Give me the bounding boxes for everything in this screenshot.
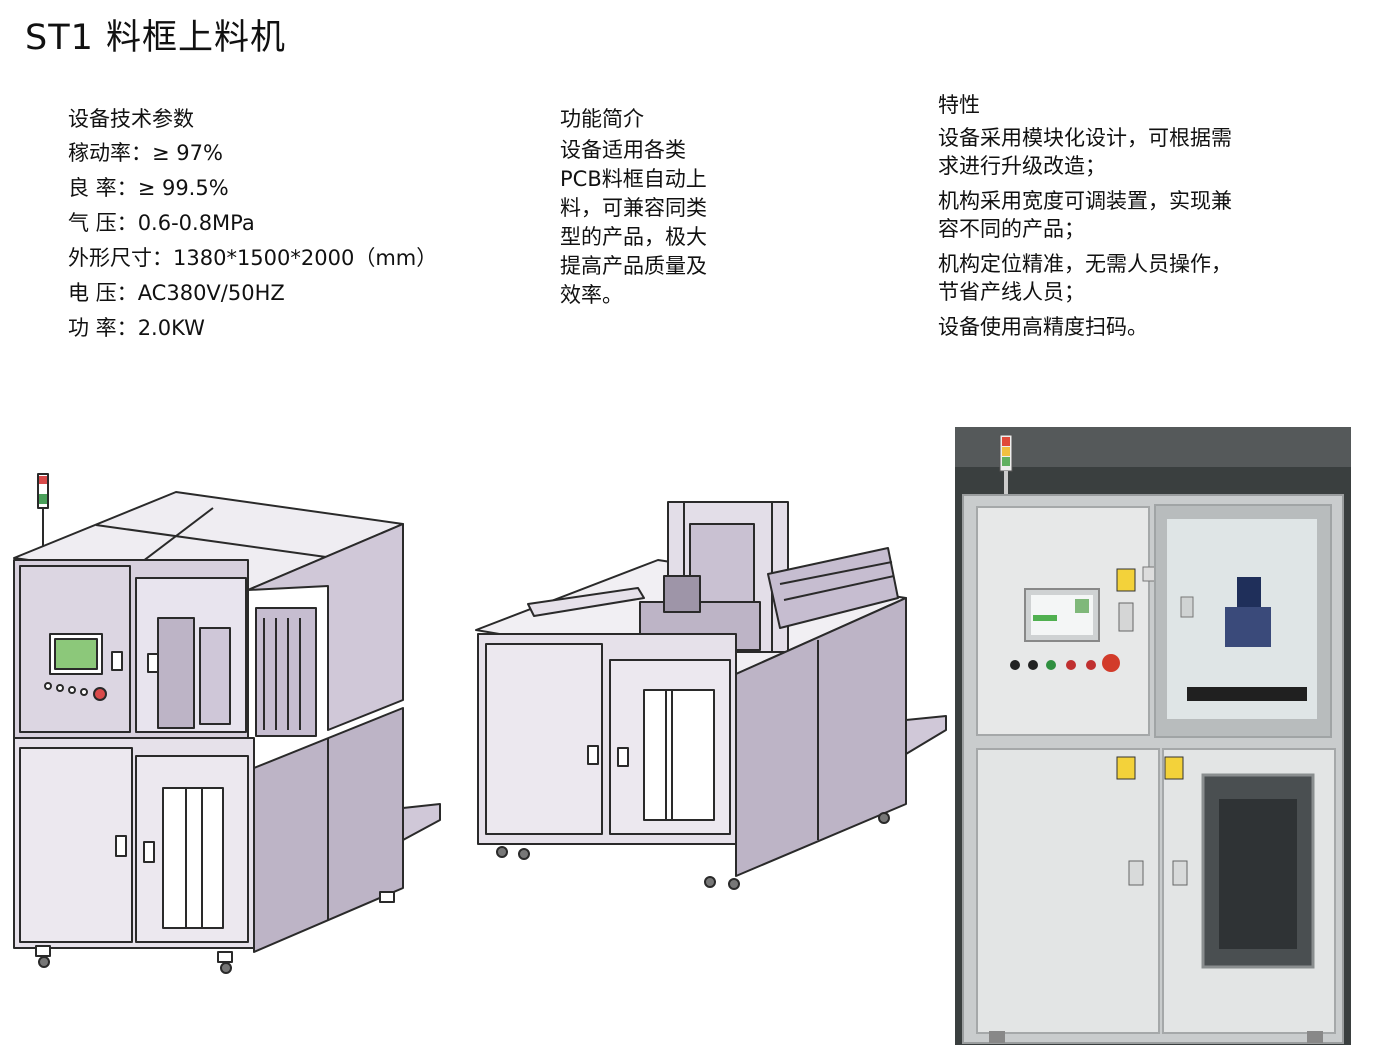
spec-label: 稼动率： bbox=[68, 141, 152, 165]
feature-item: 设备使用高精度扫码。 bbox=[938, 313, 1293, 341]
intro-section: 功能简介 设备适用各类 PCB料框自动上 料，可兼容同类 型的产品，极大 提高产… bbox=[560, 102, 740, 310]
spec-label: 电 压： bbox=[68, 281, 138, 305]
feature-line: 机构采用宽度可调装置，实现兼 bbox=[938, 189, 1232, 213]
intro-line: 料，可兼容同类 bbox=[560, 196, 707, 220]
spec-row: 良 率：≥ 99.5% bbox=[68, 171, 437, 206]
spec-row: 功 率：2.0KW bbox=[68, 311, 437, 346]
feature-line: 设备采用模块化设计，可根据需 bbox=[938, 126, 1232, 150]
feature-line: 机构定位精准，无需人员操作， bbox=[938, 252, 1232, 276]
spec-row: 气 压：0.6-0.8MPa bbox=[68, 206, 437, 241]
intro-line: 设备适用各类 bbox=[560, 138, 686, 162]
spec-label: 外形尺寸： bbox=[68, 246, 173, 270]
feature-line: 求进行升级改造； bbox=[938, 154, 1106, 178]
spec-value: 1380*1500*2000（mm） bbox=[173, 246, 438, 270]
spec-label: 良 率： bbox=[68, 176, 138, 200]
machine-photo bbox=[955, 427, 1351, 1045]
spec-value: ≥ 97% bbox=[152, 141, 223, 165]
machine-cad-open-view bbox=[468, 484, 950, 894]
intro-line: 提高产品质量及 bbox=[560, 254, 707, 278]
intro-line: 型的产品，极大 bbox=[560, 225, 707, 249]
spec-row: 稼动率：≥ 97% bbox=[68, 136, 437, 171]
intro-line: PCB料框自动上 bbox=[560, 167, 707, 191]
features-heading: 特性 bbox=[938, 93, 980, 117]
feature-item: 设备采用模块化设计，可根据需 求进行升级改造； bbox=[938, 124, 1293, 180]
feature-line: 节省产线人员； bbox=[938, 280, 1085, 304]
spec-value: 2.0KW bbox=[137, 316, 205, 340]
features-section: 特性 设备采用模块化设计，可根据需 求进行升级改造； 机构采用宽度可调装置，实现… bbox=[938, 88, 1293, 348]
intro-heading: 功能简介 bbox=[560, 107, 644, 131]
spec-label: 功 率： bbox=[68, 316, 138, 340]
feature-item: 机构采用宽度可调装置，实现兼 容不同的产品； bbox=[938, 187, 1293, 243]
spec-section: 设备技术参数 稼动率：≥ 97% 良 率：≥ 99.5% 气 压：0.6-0.8… bbox=[68, 102, 437, 346]
feature-item: 机构定位精准，无需人员操作， 节省产线人员； bbox=[938, 250, 1293, 306]
spec-value: 0.6-0.8MPa bbox=[137, 211, 255, 235]
spec-label: 气 压： bbox=[68, 211, 138, 235]
spec-row: 外形尺寸：1380*1500*2000（mm） bbox=[68, 241, 437, 276]
intro-paragraph: 设备适用各类 PCB料框自动上 料，可兼容同类 型的产品，极大 提高产品质量及 … bbox=[560, 136, 740, 310]
page-title: ST1 料框上料机 bbox=[25, 18, 286, 58]
machine-cad-front-view bbox=[8, 468, 448, 980]
spec-heading: 设备技术参数 bbox=[68, 107, 194, 131]
spec-value: AC380V/50HZ bbox=[137, 281, 285, 305]
spec-row: 电 压：AC380V/50HZ bbox=[68, 276, 437, 311]
feature-line: 容不同的产品； bbox=[938, 217, 1085, 241]
feature-line: 设备使用高精度扫码。 bbox=[938, 315, 1148, 339]
spec-value: ≥ 99.5% bbox=[137, 176, 229, 200]
intro-line: 效率。 bbox=[560, 283, 623, 307]
